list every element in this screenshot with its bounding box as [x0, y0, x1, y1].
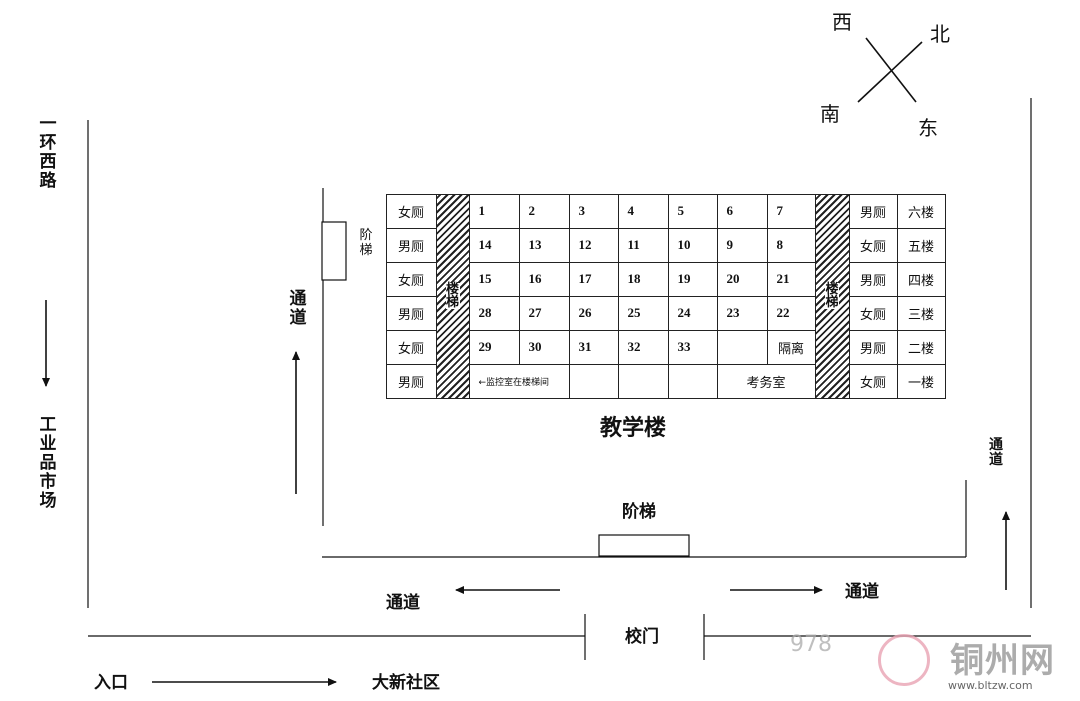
school-gate-label: 校门: [625, 627, 659, 647]
classroom-cell: 隔离: [766, 329, 816, 365]
classroom-cell: 14: [468, 227, 520, 263]
classroom-cell: 16: [518, 261, 570, 297]
stairwell-label: 楼梯: [825, 282, 839, 310]
small-stairs-box: [321, 221, 347, 281]
classroom-cell: 7: [766, 193, 816, 229]
classroom-cell: 8: [766, 227, 816, 263]
left-passage-label: 通道: [289, 289, 307, 328]
empty-cell: [617, 363, 669, 399]
watermark-text: 978: [790, 632, 832, 657]
classroom-cell: 27: [518, 295, 570, 331]
community-label: 大新社区: [372, 673, 440, 693]
classroom-cell: 20: [716, 261, 768, 297]
classroom-cell: 13: [518, 227, 570, 263]
watermark-logo-icon: [878, 634, 930, 686]
classroom-cell: 29: [468, 329, 520, 365]
empty-cell: [667, 363, 718, 399]
building-title: 教学楼: [600, 416, 667, 441]
classroom-cell: 9: [716, 227, 768, 263]
floor-label-cell: 二楼: [896, 329, 946, 365]
main-stairs-label: 阶梯: [622, 502, 656, 522]
classroom-cell: 26: [568, 295, 619, 331]
classroom-cell: 21: [766, 261, 816, 297]
floor-label-cell: 三楼: [896, 295, 946, 331]
compass-south: 南: [820, 102, 840, 126]
stairwell-label: 楼梯: [445, 282, 460, 310]
stairwell-left: 楼梯: [435, 193, 470, 399]
compass-north: 北: [930, 22, 950, 46]
toilet-cell: 男厕: [848, 193, 898, 229]
classroom-cell: 30: [518, 329, 570, 365]
toilet-cell: 男厕: [848, 261, 898, 297]
classroom-cell: 17: [568, 261, 619, 297]
classroom-cell: 18: [617, 261, 669, 297]
road-label: 一环西路: [39, 114, 57, 191]
classroom-cell: 3: [568, 193, 619, 229]
classroom-cell: 22: [766, 295, 816, 331]
toilet-cell: 女厕: [848, 363, 898, 399]
classroom-cell: 11: [617, 227, 669, 263]
toilet-cell: 男厕: [385, 295, 437, 331]
toilet-cell: 女厕: [848, 295, 898, 331]
classroom-cell: 23: [716, 295, 768, 331]
monitor-room-note: ←监控室在楼梯间: [468, 363, 570, 399]
toilet-cell: 男厕: [848, 329, 898, 365]
passage-bottom-right: 通道: [845, 582, 879, 602]
compass-line-ne: [857, 41, 923, 103]
classroom-cell: 1: [468, 193, 520, 229]
floor-label-cell: 一楼: [896, 363, 946, 399]
floor-label-cell: 四楼: [896, 261, 946, 297]
compass-west: 西: [832, 10, 852, 34]
classroom-cell: 6: [716, 193, 768, 229]
classroom-cell: 31: [568, 329, 619, 365]
right-passage-label: 通道: [989, 437, 1003, 468]
classroom-cell: 32: [617, 329, 669, 365]
toilet-cell: 女厕: [385, 329, 437, 365]
classroom-cell: [716, 329, 768, 365]
classroom-cell: 10: [667, 227, 718, 263]
classroom-cell: 2: [518, 193, 570, 229]
market-label: 工业品市场: [39, 415, 57, 511]
floor-label-cell: 六楼: [896, 193, 946, 229]
toilet-cell: 男厕: [385, 227, 437, 263]
main-stairs-box: [598, 534, 690, 557]
compass-line-nw: [865, 37, 917, 103]
classroom-cell: 28: [468, 295, 520, 331]
toilet-cell: 女厕: [385, 193, 437, 229]
classroom-cell: 5: [667, 193, 718, 229]
floor-label-cell: 五楼: [896, 227, 946, 263]
stairwell-right: 楼梯: [814, 193, 850, 399]
classroom-cell: 25: [617, 295, 669, 331]
classroom-cell: 33: [667, 329, 718, 365]
classroom-cell: 24: [667, 295, 718, 331]
entrance-label: 入口: [94, 673, 128, 693]
classroom-cell: 19: [667, 261, 718, 297]
watermark-url: www.bltzw.com: [948, 679, 1033, 692]
compass-east: 东: [918, 116, 938, 140]
small-stairs-label: 阶梯: [359, 228, 373, 258]
classroom-cell: 4: [617, 193, 669, 229]
empty-cell: [568, 363, 619, 399]
passage-bottom-left: 通道: [386, 593, 420, 613]
exam-office-cell: 考务室: [716, 363, 816, 399]
watermark-brand: 铜州网: [950, 641, 1055, 681]
toilet-cell: 男厕: [385, 363, 437, 399]
toilet-cell: 女厕: [848, 227, 898, 263]
classroom-cell: 12: [568, 227, 619, 263]
toilet-cell: 女厕: [385, 261, 437, 297]
classroom-cell: 15: [468, 261, 520, 297]
